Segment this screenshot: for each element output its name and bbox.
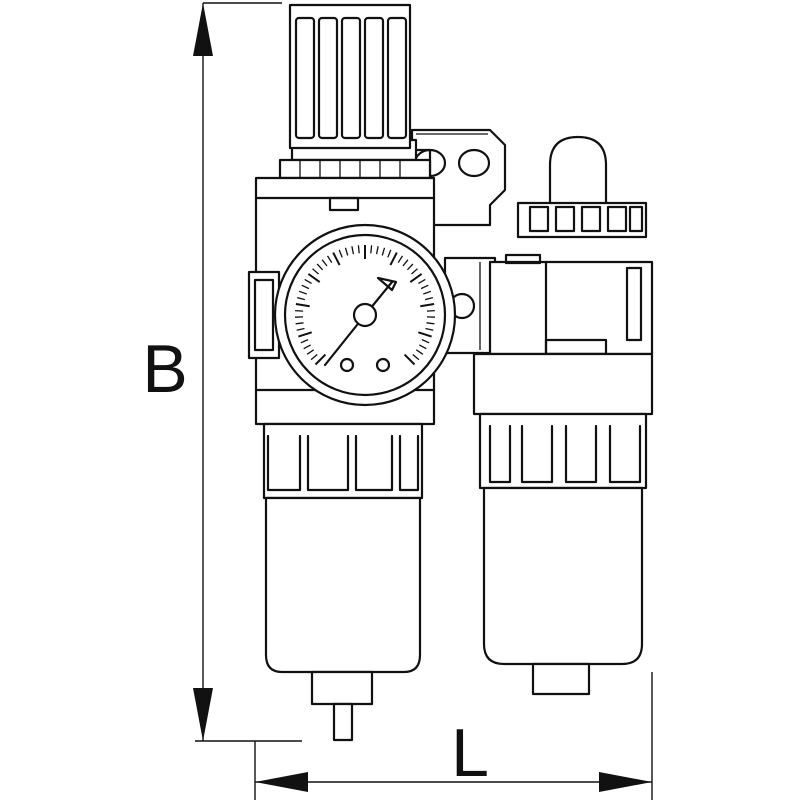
dimension-height: B	[142, 2, 302, 742]
gauge-tick	[406, 263, 414, 271]
gauge-tick	[321, 259, 328, 267]
knob-grip-ridges	[294, 16, 408, 140]
gauge-tick	[298, 290, 307, 295]
filter-bowl-guard	[262, 422, 424, 500]
gauge-tick	[418, 344, 427, 350]
dimension-length: L	[254, 672, 653, 800]
gauge-tick	[326, 255, 333, 264]
gauge-face	[283, 233, 447, 397]
gauge-tick	[303, 344, 312, 350]
gauge-tick	[421, 339, 430, 344]
gauge-tick	[426, 309, 435, 312]
length-arrow-right	[599, 772, 652, 792]
oil-fill-cap-slots	[528, 205, 644, 233]
gauge-tick	[301, 284, 310, 290]
gauge-red-zone	[376, 276, 398, 292]
gauge-tick	[304, 278, 312, 284]
filter-drain-housing	[310, 670, 374, 706]
lubricator-bowl-bottom	[531, 662, 591, 696]
height-arrow-top	[193, 3, 213, 56]
gauge-tick	[415, 349, 424, 355]
gauge-tick	[397, 255, 404, 264]
gauge-scale	[294, 245, 436, 366]
mounting-bracket	[410, 128, 507, 227]
gauge-tick	[316, 263, 324, 271]
gauge-tick	[423, 290, 432, 295]
gauge-tick	[295, 303, 310, 308]
gauge-tick	[338, 249, 343, 258]
knob-lock-ring-teeth	[299, 161, 401, 177]
gauge-tick	[297, 296, 306, 301]
gauge-tick	[418, 278, 426, 284]
height-label: B	[142, 331, 187, 407]
gauge-tick	[306, 349, 315, 355]
gauge-tick	[295, 322, 304, 325]
gauge-tick	[300, 339, 309, 344]
gauge-tick	[310, 354, 318, 361]
gauge-tick	[425, 327, 434, 331]
gauge-tick	[402, 259, 409, 267]
gauge-tick	[296, 327, 305, 331]
lubricator-bowl	[478, 412, 648, 696]
gauge-tick	[403, 353, 416, 366]
gauge-tick	[411, 268, 418, 275]
gauge-tick	[389, 252, 398, 266]
gauge-screw-left	[339, 357, 355, 373]
gauge-tick	[298, 331, 313, 338]
gauge-tick	[332, 252, 341, 266]
filter-bowl	[262, 422, 424, 742]
gauge-hub	[352, 302, 378, 328]
gauge-tick	[409, 273, 423, 283]
pressure-gauge	[273, 223, 457, 407]
gauge-tick	[387, 249, 392, 258]
gauge-tick	[312, 268, 319, 275]
gauge-screw-right	[375, 357, 391, 373]
gauge-tick	[375, 246, 379, 255]
gauge-tick	[314, 353, 327, 366]
lubricator-top-boss	[504, 253, 542, 265]
gauge-tick	[412, 354, 420, 361]
lubricator-top	[516, 135, 648, 239]
gauge-tick	[357, 245, 360, 254]
gauge-tick	[417, 331, 432, 338]
body-top-slot	[328, 196, 360, 212]
gauge-tick	[295, 309, 304, 312]
lubricator-bowl-guard	[478, 412, 648, 490]
lubricator-side-window	[625, 266, 643, 342]
length-arrow-left	[255, 772, 308, 792]
gauge-tick	[420, 284, 429, 290]
gauge-tick	[307, 273, 321, 283]
oil-fill-dome	[548, 135, 608, 207]
gauge-tick	[370, 245, 373, 254]
gauge-tick	[424, 296, 433, 301]
gauge-tick	[344, 247, 349, 256]
gauge-tick	[420, 303, 435, 308]
gauge-tick	[351, 246, 355, 255]
filter-drain-valve	[332, 702, 354, 742]
bracket-hole-right	[457, 148, 491, 178]
gauge-tick	[381, 247, 386, 256]
knob-lock-ring	[278, 158, 432, 180]
length-label: L	[451, 715, 489, 791]
lubricator-bowl-guard-slots	[488, 424, 642, 484]
regulator-knob	[278, 3, 432, 180]
height-arrow-bottom	[193, 688, 213, 741]
gauge-tick	[426, 322, 435, 325]
filter-bowl-guard-slots	[266, 434, 420, 492]
lubricator-body	[472, 253, 654, 416]
